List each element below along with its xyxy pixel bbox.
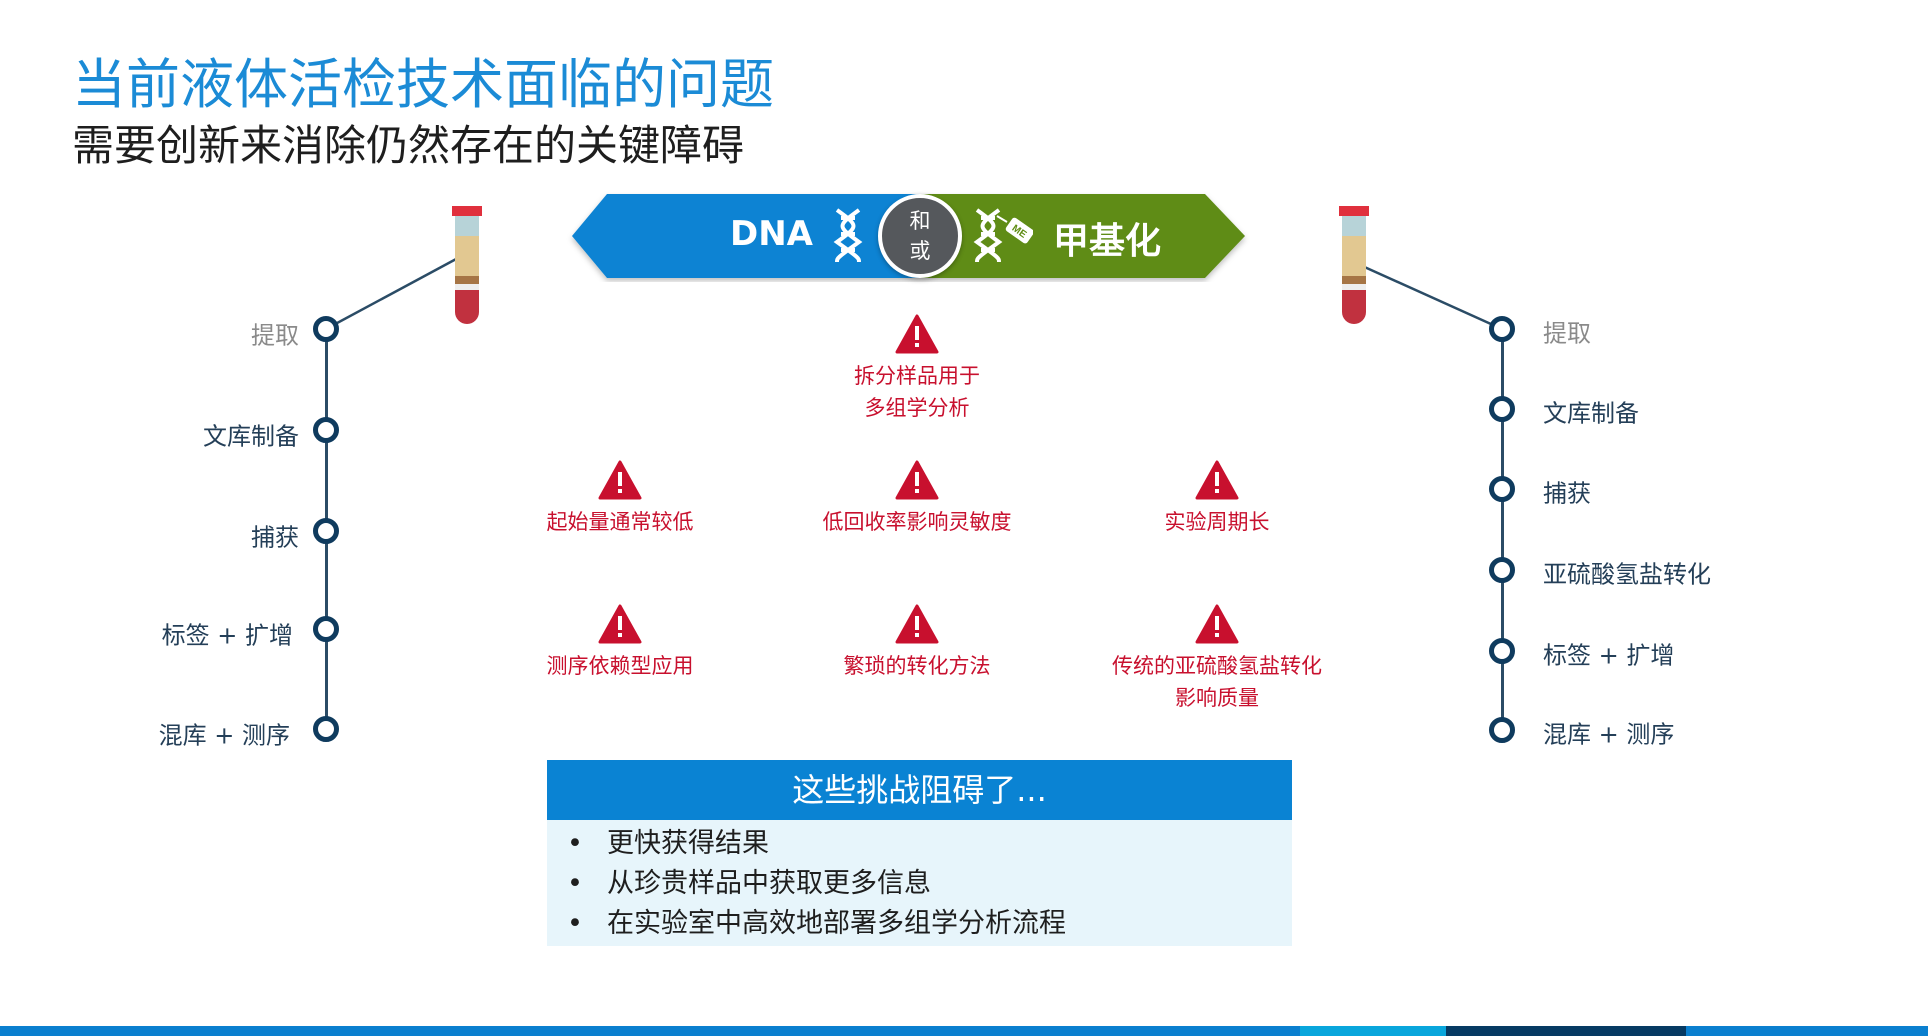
warning-icon <box>1195 604 1239 644</box>
left-step-label: 混库 + 测序 <box>158 721 290 750</box>
summary-item: •更快获得结果 <box>567 828 769 859</box>
challenge-item: 拆分样品用于多组学分析 <box>767 314 1067 424</box>
step-node <box>1489 557 1515 583</box>
warning-icon <box>895 314 939 354</box>
and-or-connector: 和 或 <box>878 194 962 278</box>
step-node <box>1489 638 1515 664</box>
challenge-text: 低回收率影响灵敏度 <box>822 510 1012 534</box>
methylation-label: 甲基化 <box>1053 221 1162 262</box>
step-node <box>1489 476 1515 502</box>
challenge-item: 实验周期长 <box>1067 460 1367 538</box>
connector-or: 或 <box>909 239 931 263</box>
summary-item: •在实验室中高效地部署多组学分析流程 <box>567 908 1066 939</box>
dna-helix-icon <box>833 208 863 263</box>
challenge-text: 传统的亚硫酸氢盐转化影响质量 <box>1112 654 1322 710</box>
step-node <box>313 616 339 642</box>
right-step-label: 标签 + 扩增 <box>1543 641 1675 670</box>
challenge-item: 繁琐的转化方法 <box>767 604 1067 682</box>
warning-icon <box>895 604 939 644</box>
warning-icon <box>895 460 939 500</box>
summary-box: 这些挑战阻碍了... •更快获得结果 •从珍贵样品中获取更多信息 •在实验室中高… <box>547 760 1292 946</box>
left-step-label: 提取 <box>251 321 299 350</box>
step-node <box>1489 316 1515 342</box>
left-step-label: 标签 + 扩增 <box>161 621 293 650</box>
challenge-text: 实验周期长 <box>1164 510 1270 534</box>
right-step-label: 亚硫酸氢盐转化 <box>1543 560 1711 589</box>
step-node <box>1489 396 1515 422</box>
slide-subtitle: 需要创新来消除仍然存在的关键障碍 <box>72 121 745 170</box>
slide-title: 当前液体活检技术面临的问题 <box>72 53 774 116</box>
left-step-label: 文库制备 <box>203 422 299 451</box>
challenge-text: 起始量通常较低 <box>546 510 694 534</box>
warning-icon <box>598 460 642 500</box>
step-node <box>313 316 339 342</box>
right-step-label: 文库制备 <box>1543 399 1639 428</box>
step-node <box>313 417 339 443</box>
challenge-item: 起始量通常较低 <box>470 460 770 538</box>
dna-methylation-banner: DNA 和 或 ME 甲基化 <box>565 190 1255 282</box>
challenge-item: 低回收率影响灵敏度 <box>767 460 1067 538</box>
summary-header: 这些挑战阻碍了... <box>547 760 1292 820</box>
right-step-label: 提取 <box>1543 319 1591 348</box>
summary-item: •从珍贵样品中获取更多信息 <box>567 868 931 899</box>
challenge-text: 测序依赖型应用 <box>546 654 694 678</box>
blood-tube-icon-left <box>452 206 482 324</box>
warning-icon <box>1195 460 1239 500</box>
right-step-label: 捕获 <box>1543 479 1591 508</box>
connector-and: 和 <box>909 209 931 233</box>
challenge-text: 繁琐的转化方法 <box>843 654 991 678</box>
step-node <box>313 518 339 544</box>
challenge-item: 传统的亚硫酸氢盐转化影响质量 <box>1067 604 1367 714</box>
challenge-text: 拆分样品用于多组学分析 <box>854 364 980 420</box>
dna-label: DNA <box>730 214 813 254</box>
step-node <box>1489 717 1515 743</box>
left-step-label: 捕获 <box>251 523 299 552</box>
warning-icon <box>598 604 642 644</box>
blood-tube-icon-right <box>1339 206 1369 324</box>
methylated-dna-icon: ME <box>973 208 1033 263</box>
right-timeline <box>1501 329 1504 730</box>
footer-bar <box>0 1026 1928 1036</box>
step-node <box>313 716 339 742</box>
summary-list: •更快获得结果 •从珍贵样品中获取更多信息 •在实验室中高效地部署多组学分析流程 <box>547 820 1292 946</box>
right-step-label: 混库 + 测序 <box>1543 720 1675 749</box>
challenge-item: 测序依赖型应用 <box>470 604 770 682</box>
